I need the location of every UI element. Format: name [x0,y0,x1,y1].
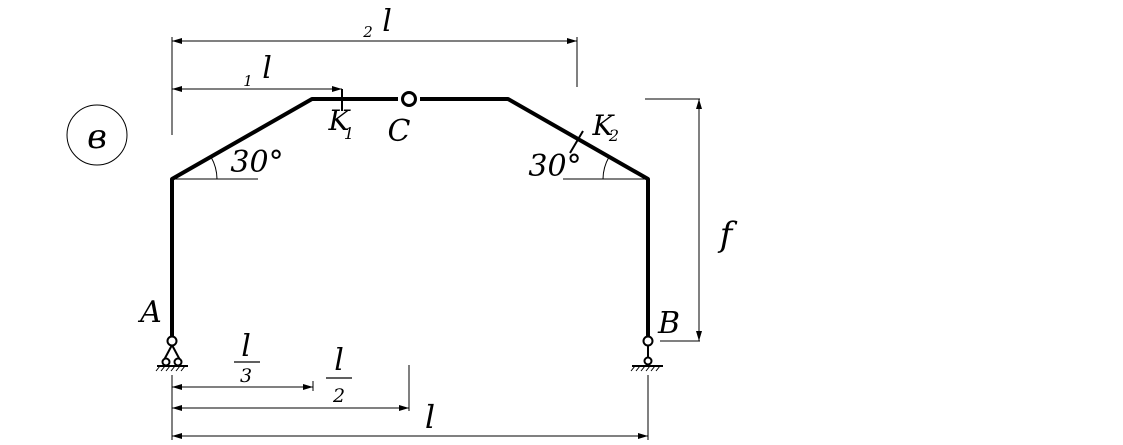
angle-label-right: 30° [528,149,581,184]
fraction-half-num: l [334,343,344,378]
label-a: A [137,295,162,330]
frame-left-part [170,97,398,340]
angle-arc-left [172,156,258,180]
fraction-half: l 2 [326,343,352,407]
hinge-c [401,91,417,107]
label-k1-sub: 1 [344,124,354,143]
dim-bottom-span-label: l [425,398,435,436]
fraction-third-num: l [241,329,251,364]
fraction-third-den: 3 [240,365,252,387]
panel-label-text: в [87,117,107,157]
panel-label: в [66,104,128,166]
dim-top-inner-coef: 1 [243,72,253,90]
angle-arc-right [563,156,648,180]
dim-top-outer-symbol: l [382,4,392,39]
label-c: C [388,114,411,149]
support-a [155,335,188,372]
angle-label-left: 30° [230,145,283,180]
section-mark-k2 [569,130,584,154]
label-k1: K [328,104,352,137]
fraction-half-den: 2 [332,385,345,407]
label-k2: K [592,109,616,142]
support-b [630,335,663,372]
label-k2-sub: 2 [608,126,619,145]
dim-top-outer-coef: 2 [362,23,373,41]
label-b: B [657,306,680,341]
fraction-third: l 3 [234,329,260,387]
label-f: f [717,215,738,255]
dim-top-inner-symbol: l [262,51,272,86]
